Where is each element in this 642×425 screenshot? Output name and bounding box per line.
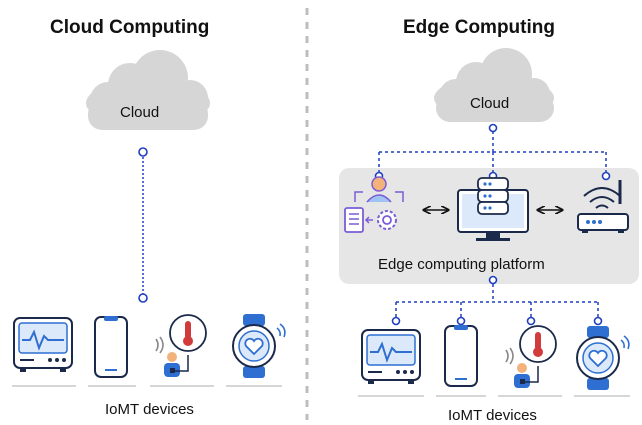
smartphone-icon	[444, 325, 478, 387]
smartphone-icon	[94, 316, 128, 378]
cloud-computing-title: Cloud Computing	[50, 17, 210, 38]
smartwatch-icon	[232, 314, 286, 378]
smartwatch-icon	[576, 326, 630, 390]
left-cloud-label: Cloud	[120, 104, 160, 121]
patient-monitor-icon	[13, 317, 73, 372]
server-icon	[457, 177, 529, 241]
right-cloud-shape	[434, 48, 554, 122]
data-processing-icon	[344, 176, 404, 233]
left-link-top-node	[138, 147, 148, 157]
patient-monitor-icon	[361, 329, 421, 384]
wifi-router-icon	[577, 180, 629, 233]
right-cloud-label: Cloud	[470, 95, 510, 112]
right-devices-label: IoMT devices	[448, 407, 537, 424]
left-link-bottom-node	[138, 293, 148, 303]
edge-computing-title: Edge Computing	[403, 17, 555, 38]
left-devices-label: IoMT devices	[105, 401, 194, 418]
left-cloud-shape	[86, 50, 210, 130]
edge-uplink-network	[378, 131, 607, 173]
thermometer-sensor-icon	[155, 314, 207, 377]
edge-downlink-nodes	[391, 275, 603, 326]
edge-platform-label: Edge computing platform	[378, 256, 545, 273]
thermometer-sensor-icon	[505, 325, 557, 388]
edge-downlink-network	[395, 284, 599, 318]
